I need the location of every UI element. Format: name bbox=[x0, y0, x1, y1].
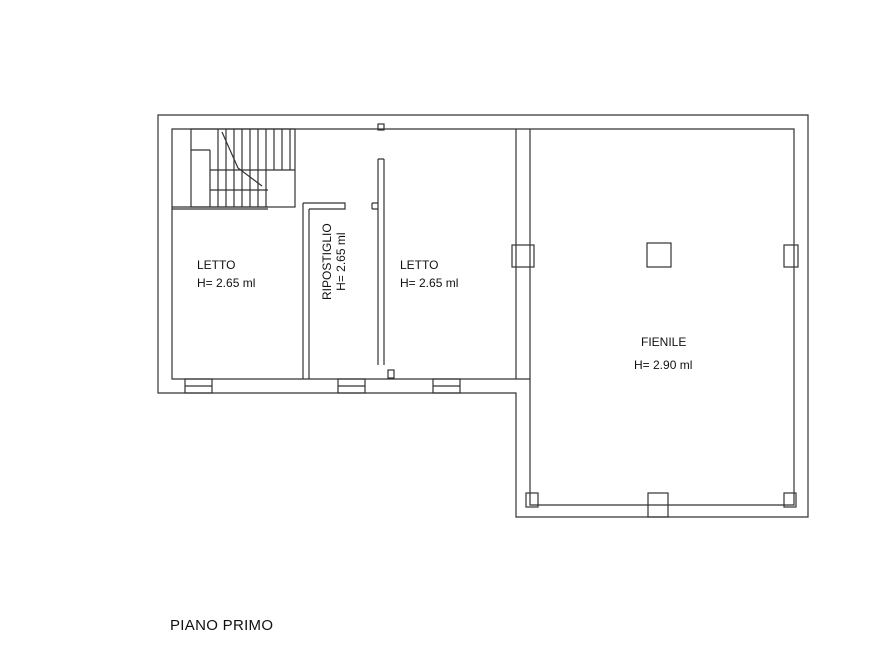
stair-treads-upper bbox=[210, 129, 295, 171]
floor-title: PIANO PRIMO bbox=[170, 617, 274, 634]
outer-wall-outer-line bbox=[157, 114, 809, 518]
pilaster-left bbox=[511, 244, 535, 268]
ripostiglio-left-wall bbox=[302, 203, 310, 379]
stair-direction-line bbox=[221, 131, 263, 187]
middle-partition-wall bbox=[377, 158, 385, 365]
room-fienile-height: H= 2.90 ml bbox=[634, 358, 693, 372]
central-column bbox=[646, 242, 672, 268]
pilaster-right bbox=[783, 244, 799, 268]
room-ripostiglio-name: RIPOSTIGLIO bbox=[320, 223, 334, 300]
pilaster-bottom-right bbox=[783, 492, 797, 508]
stair-treads-lower bbox=[210, 170, 268, 207]
room-letto-right-height: H= 2.65 ml bbox=[400, 276, 459, 290]
room-letto-right-name: LETTO bbox=[400, 258, 439, 272]
stair-outline bbox=[190, 128, 296, 208]
top-wall-mark bbox=[377, 123, 385, 131]
door-mark bbox=[387, 369, 395, 379]
middle-partition-stub bbox=[371, 202, 378, 210]
room-ripostiglio-height: H= 2.65 ml bbox=[334, 232, 348, 291]
fienile-partition-wall bbox=[515, 129, 531, 379]
pilaster-bottom-left bbox=[525, 492, 539, 508]
room-ripostiglio-label: RIPOSTIGLIO H= 2.65 ml bbox=[320, 223, 348, 300]
ripostiglio-top-wall bbox=[303, 202, 346, 210]
outer-wall-inner-line bbox=[171, 128, 795, 506]
stair-core bbox=[191, 149, 211, 207]
room-fienile-name: FIENILE bbox=[641, 335, 687, 349]
room-letto-left-name: LETTO bbox=[197, 258, 236, 272]
room-letto-left-height: H= 2.65 ml bbox=[197, 276, 256, 290]
window-fienile-bottom bbox=[647, 492, 669, 518]
